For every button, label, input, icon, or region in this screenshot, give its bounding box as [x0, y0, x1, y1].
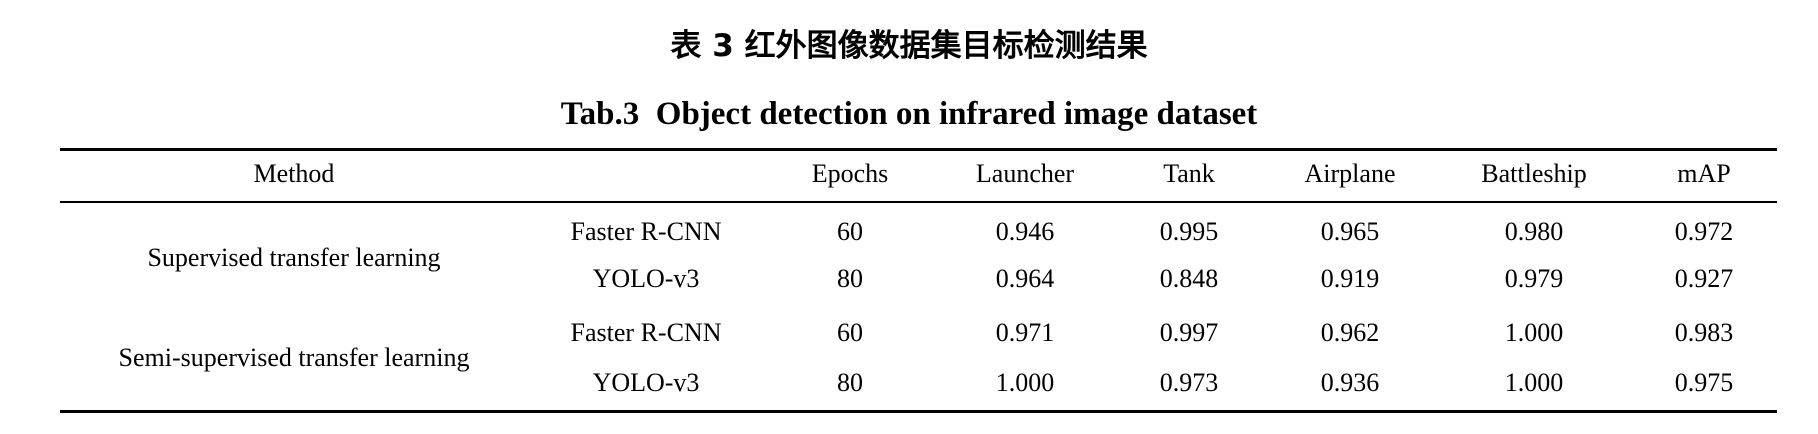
header-tank: Tank [1163, 159, 1215, 188]
table-caption-chinese: 表 3 红外图像数据集目标检测结果 [670, 28, 1148, 64]
battleship-cell: 1.000 [1504, 318, 1564, 347]
header-battleship: Battleship [1481, 159, 1587, 188]
epochs-cell: 60 [837, 318, 863, 347]
epochs-cell: 80 [837, 264, 863, 293]
launcher-cell: 0.964 [995, 264, 1055, 293]
header-launcher: Launcher [975, 159, 1075, 188]
tank-cell: 0.848 [1159, 264, 1219, 293]
model-cell: Faster R-CNN [570, 217, 722, 246]
airplane-cell: 0.936 [1320, 368, 1380, 397]
header-epochs: Epochs [811, 159, 889, 188]
battleship-cell: 0.979 [1504, 264, 1564, 293]
tank-cell: 0.973 [1159, 368, 1219, 397]
method-label: Semi-supervised transfer learning [118, 343, 470, 372]
map-cell: 0.972 [1674, 217, 1734, 246]
map-cell: 0.975 [1674, 368, 1734, 397]
model-cell: Faster R-CNN [570, 318, 722, 347]
tank-cell: 0.995 [1159, 217, 1219, 246]
airplane-cell: 0.962 [1320, 318, 1380, 347]
airplane-cell: 0.919 [1320, 264, 1380, 293]
airplane-cell: 0.965 [1320, 217, 1380, 246]
battleship-cell: 0.980 [1504, 217, 1564, 246]
launcher-cell: 1.000 [995, 368, 1055, 397]
model-cell: YOLO-v3 [592, 368, 700, 397]
bottom-rule [60, 410, 1777, 413]
tank-cell: 0.997 [1159, 318, 1219, 347]
epochs-cell: 80 [837, 368, 863, 397]
launcher-cell: 0.971 [995, 318, 1055, 347]
battleship-cell: 1.000 [1504, 368, 1564, 397]
launcher-cell: 0.946 [995, 217, 1055, 246]
top-rule [60, 148, 1777, 151]
header-map: mAP [1677, 159, 1731, 188]
table-caption-english: Tab.3 Object detection on infrared image… [560, 96, 1258, 132]
header-airplane: Airplane [1304, 159, 1396, 188]
header-rule [60, 201, 1777, 203]
method-label: Supervised transfer learning [147, 243, 441, 272]
header-method: Method [253, 159, 335, 188]
map-cell: 0.927 [1674, 264, 1734, 293]
map-cell: 0.983 [1674, 318, 1734, 347]
model-cell: YOLO-v3 [592, 264, 700, 293]
epochs-cell: 60 [837, 217, 863, 246]
